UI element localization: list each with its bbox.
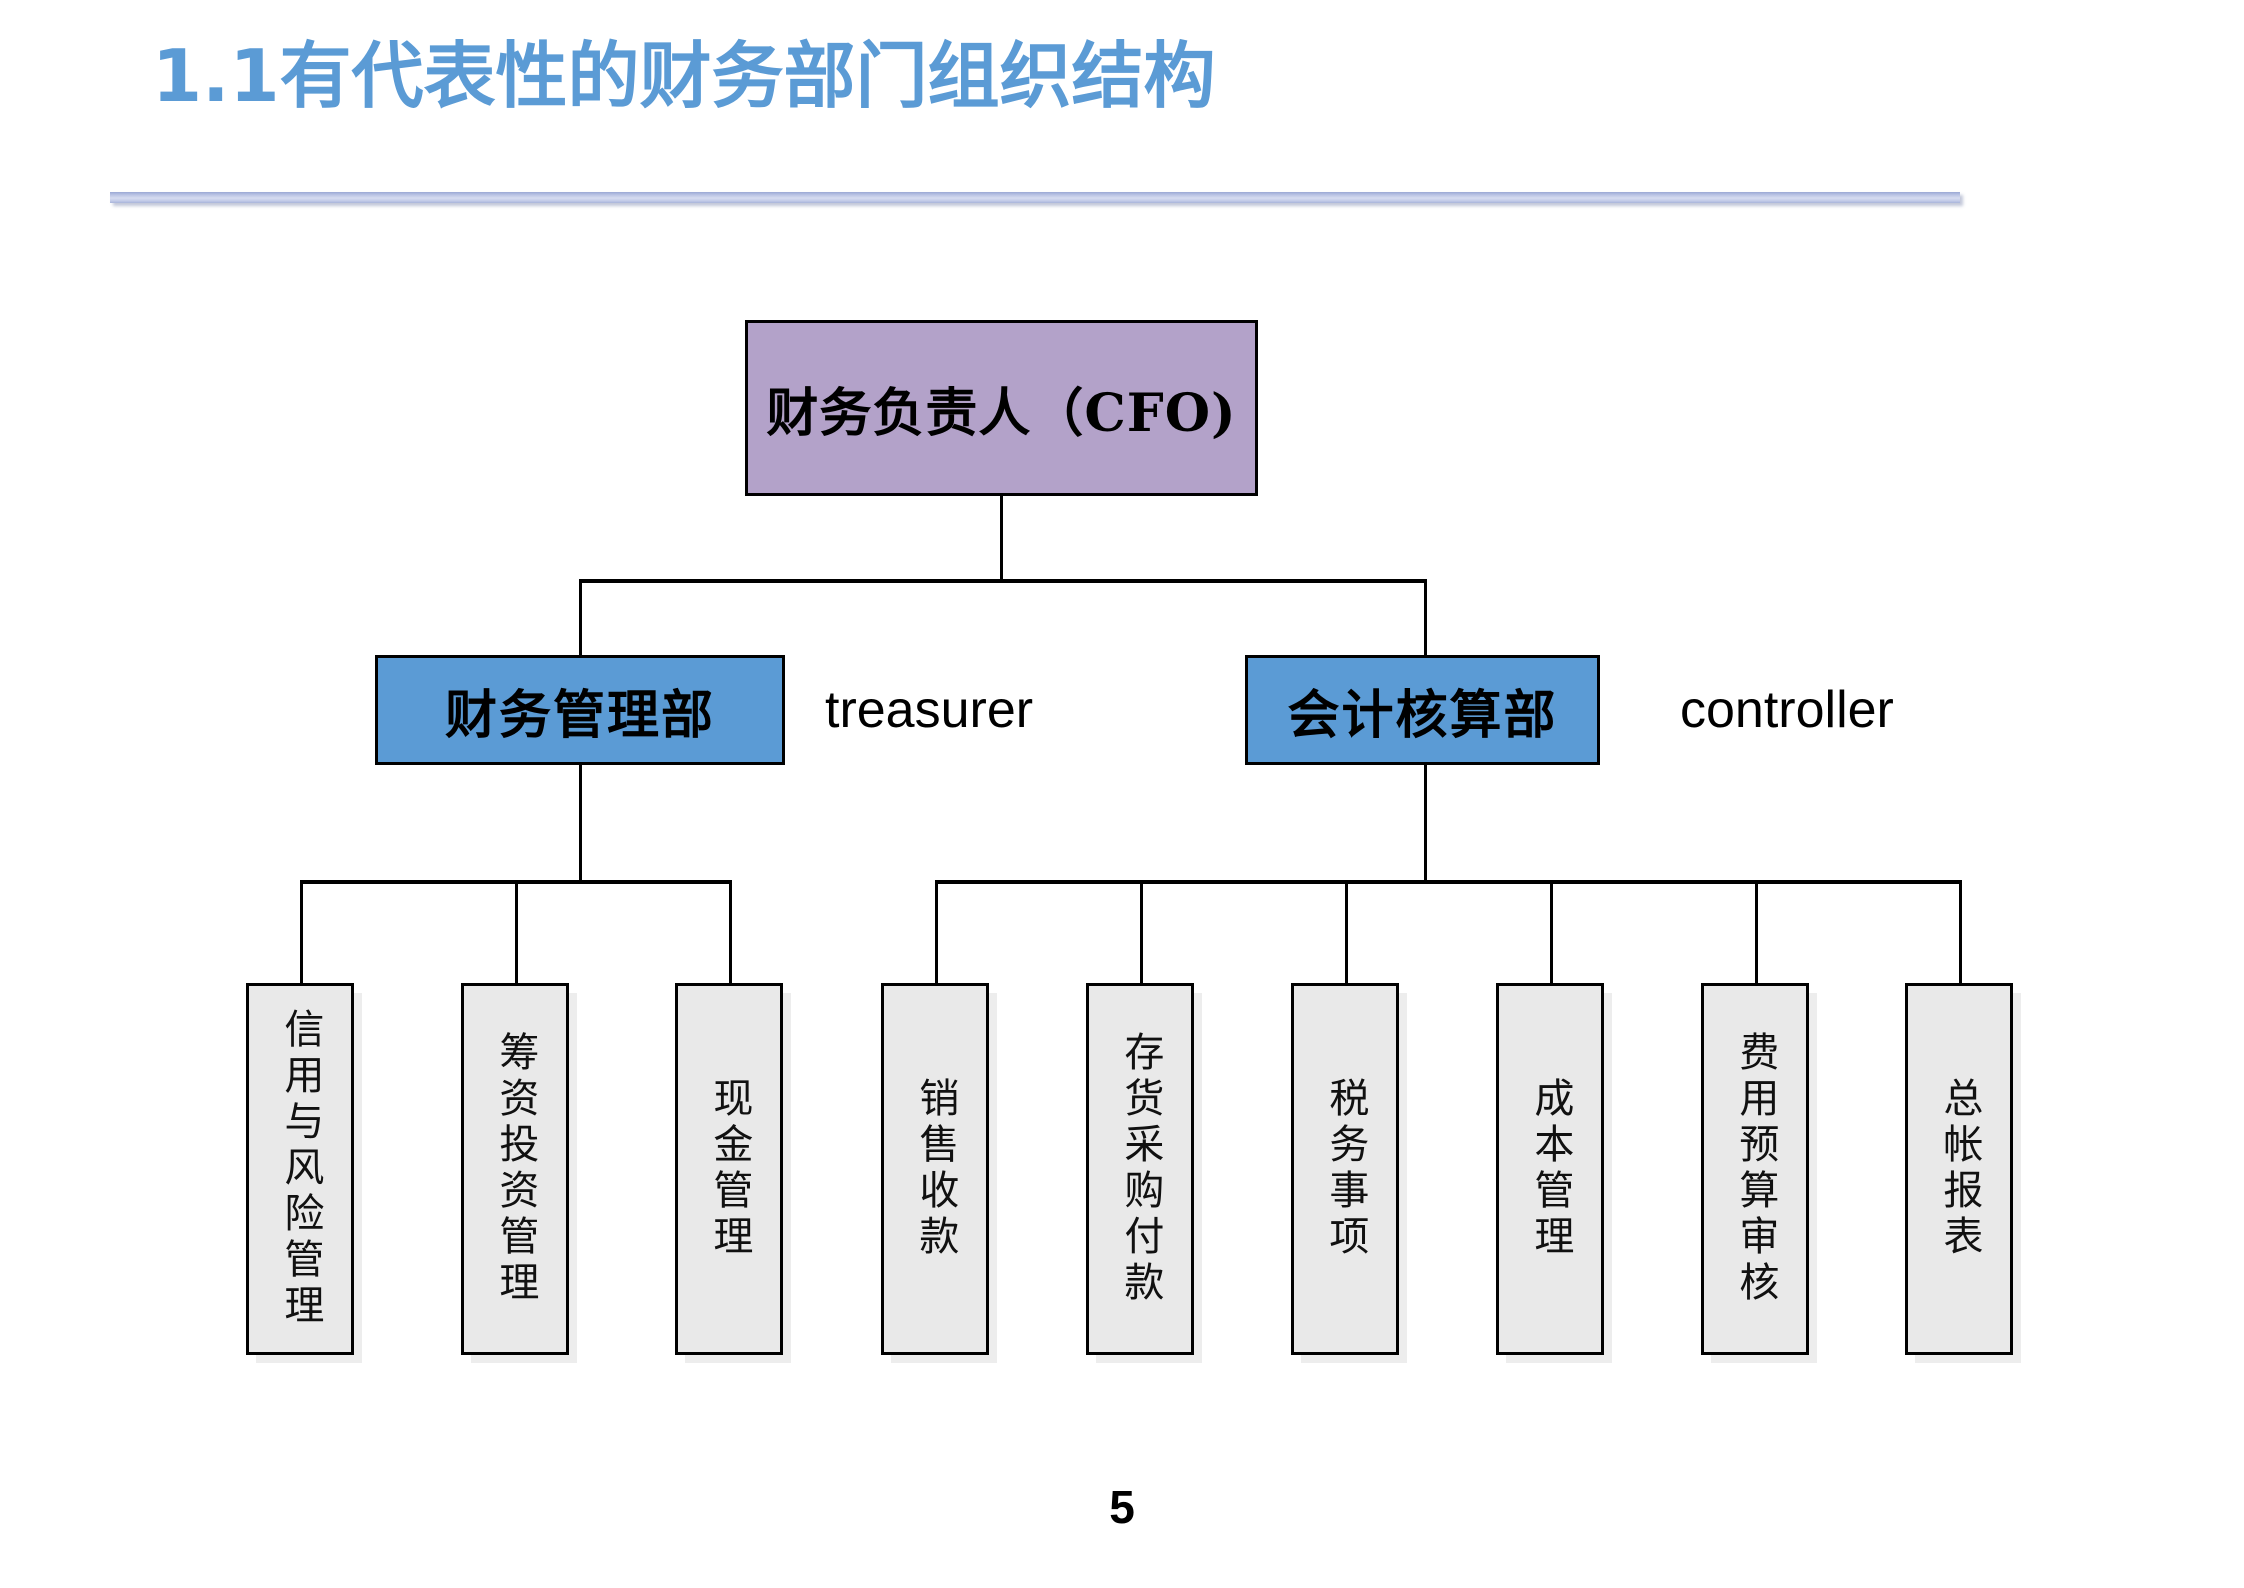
org-node-accounting[interactable]: 会计核算部 — [1245, 655, 1600, 765]
connector-accounting-to-general-ledger-reports — [1959, 880, 1962, 985]
org-leaf-inventory-purchase-payment-label: 存货采购付款 — [1117, 1031, 1164, 1307]
connector-treasury-to-credit-risk — [300, 880, 303, 985]
role-caption-treasurer: treasurer — [825, 681, 1034, 739]
org-leaf-credit-risk[interactable]: 信用与风险管理 — [246, 983, 354, 1355]
page-title: 1.1有代表性的财务部门组织结构 — [152, 34, 1216, 118]
org-leaf-general-ledger-reports[interactable]: 总帐报表 — [1905, 983, 2013, 1355]
org-leaf-expense-budget-review[interactable]: 费用预算审核 — [1701, 983, 1809, 1355]
connector-accounting-to-cost-management — [1550, 880, 1553, 985]
connector-treasury-to-cash-management — [729, 880, 732, 985]
connector-accounting-to-sales-receipts — [935, 880, 938, 985]
connector-level2-bus — [580, 579, 1427, 583]
org-node-accounting-label: 会计核算部 — [1287, 684, 1558, 746]
connector-treasury-stem — [579, 765, 582, 882]
connector-accounting-to-inventory-purchase-payment — [1140, 880, 1143, 985]
page-number: 5 — [1109, 1481, 1135, 1533]
org-leaf-sales-receipts-label: 销售收款 — [912, 1077, 959, 1261]
org-leaf-cost-management[interactable]: 成本管理 — [1496, 983, 1604, 1355]
org-node-cfo[interactable]: 财务负责人（CFO) — [745, 320, 1258, 496]
org-leaf-cost-management-label: 成本管理 — [1527, 1077, 1574, 1261]
org-leaf-expense-budget-review-label: 费用预算审核 — [1732, 1031, 1779, 1307]
connector-cfo-stem — [1000, 496, 1003, 581]
org-leaf-sales-receipts[interactable]: 销售收款 — [881, 983, 989, 1355]
org-leaf-cash-management-label: 现金管理 — [706, 1077, 753, 1261]
org-leaf-tax-matters[interactable]: 税务事项 — [1291, 983, 1399, 1355]
connector-accounting-bus — [935, 880, 1962, 884]
connector-accounting-to-tax-matters — [1345, 880, 1348, 985]
connector-accounting-stem — [1424, 765, 1427, 882]
role-caption-controller: controller — [1680, 681, 1894, 739]
org-node-treasury-label: 财务管理部 — [444, 684, 715, 746]
org-leaf-general-ledger-reports-label: 总帐报表 — [1936, 1077, 1983, 1261]
org-leaf-credit-risk-label: 信用与风险管理 — [277, 1008, 324, 1330]
connector-accounting-to-expense-budget-review — [1755, 880, 1758, 985]
org-node-treasury[interactable]: 财务管理部 — [375, 655, 785, 765]
org-leaf-financing-investment-label: 筹资投资管理 — [492, 1031, 539, 1307]
connector-bus-to-treasury — [579, 579, 582, 657]
connector-bus-to-accounting — [1424, 579, 1427, 657]
org-leaf-tax-matters-label: 税务事项 — [1322, 1077, 1369, 1261]
title-divider — [110, 192, 1960, 203]
org-leaf-inventory-purchase-payment[interactable]: 存货采购付款 — [1086, 983, 1194, 1355]
org-leaf-cash-management[interactable]: 现金管理 — [675, 983, 783, 1355]
org-node-cfo-label: 财务负责人（CFO) — [766, 382, 1237, 444]
connector-treasury-to-financing-investment — [515, 880, 518, 985]
org-leaf-financing-investment[interactable]: 筹资投资管理 — [461, 983, 569, 1355]
